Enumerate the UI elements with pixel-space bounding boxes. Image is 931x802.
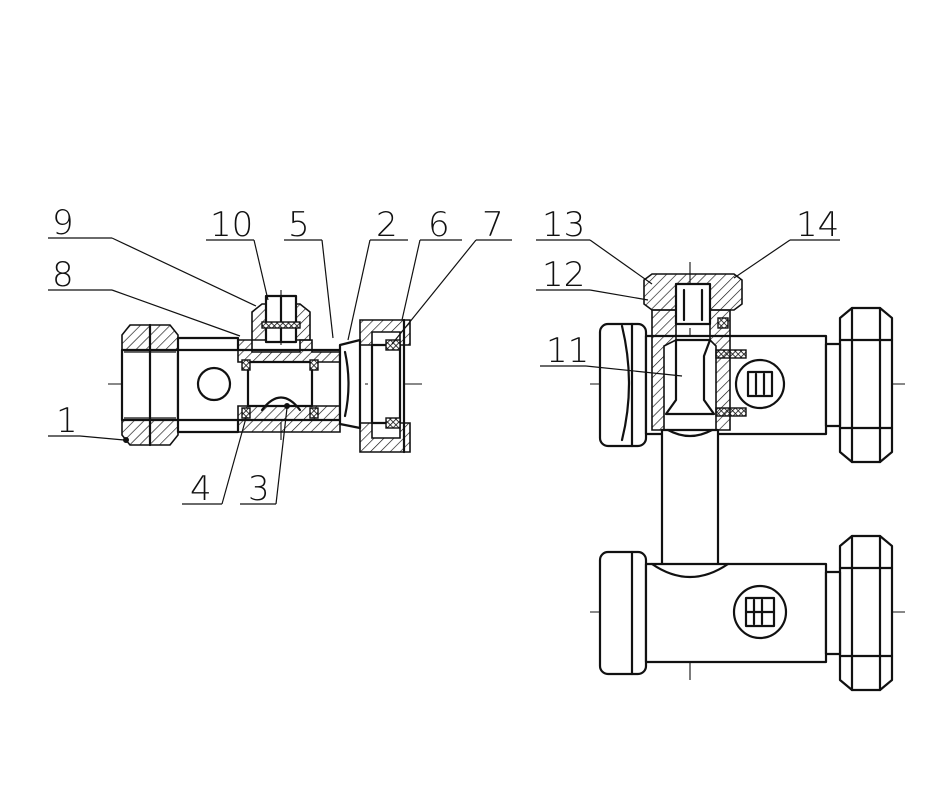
bleed-needle: [664, 338, 716, 416]
callout-13: 13: [542, 205, 585, 245]
lower-union-nut: [838, 534, 894, 692]
callout-9: 9: [52, 203, 74, 243]
ball-chamber: [246, 360, 314, 408]
callout-12: 12: [542, 255, 585, 295]
callout-2: 2: [376, 205, 398, 245]
manifold-view: [590, 262, 905, 692]
union-nut-upper: [359, 319, 411, 346]
seat-ring-left-low: [241, 407, 251, 419]
union-nut-lower: [359, 422, 411, 453]
stem-oring: [261, 321, 301, 329]
callout-5: 5: [288, 205, 310, 245]
leaders-left: [48, 237, 512, 505]
leaders-right: [536, 239, 840, 377]
lower-union-neck: [824, 570, 842, 656]
callout-7: 7: [482, 205, 504, 245]
upper-union-nut: [838, 306, 894, 464]
callout-labels: 9 8 1 10 5 2 6 7 4 3 13 12 14 11: [52, 203, 839, 509]
ball: [260, 396, 302, 412]
lower-body: [644, 562, 828, 664]
upper-union-neck: [824, 342, 842, 428]
body-wall-lower: [237, 405, 341, 433]
section-view: [108, 290, 422, 454]
side-port: [196, 366, 232, 402]
callout-8: 8: [52, 255, 74, 295]
union-bore: [370, 343, 402, 425]
lower-left-fitting: [598, 550, 648, 676]
callout-11: 11: [546, 331, 589, 371]
bleed-body: [651, 309, 677, 431]
callout-10: 10: [210, 205, 253, 245]
callout-3: 3: [248, 469, 270, 509]
callout-1: 1: [56, 401, 78, 441]
riser-pipe: [660, 428, 720, 582]
upper-left-fitting: [598, 322, 648, 448]
seat-ring-left: [241, 359, 251, 371]
union-gasket: [385, 339, 401, 351]
seat-ring-right-low: [309, 407, 319, 419]
callout-6: 6: [428, 205, 450, 245]
upper-knob: [734, 358, 786, 410]
callout-4: 4: [190, 469, 212, 509]
callout-14: 14: [796, 205, 839, 245]
union-gasket-low: [385, 417, 401, 429]
seat-ring-right: [309, 359, 319, 371]
part-1-marker: [123, 437, 129, 443]
lower-knob: [732, 584, 788, 640]
bleed-plug: [674, 282, 712, 326]
union-tailpiece: [338, 338, 362, 430]
